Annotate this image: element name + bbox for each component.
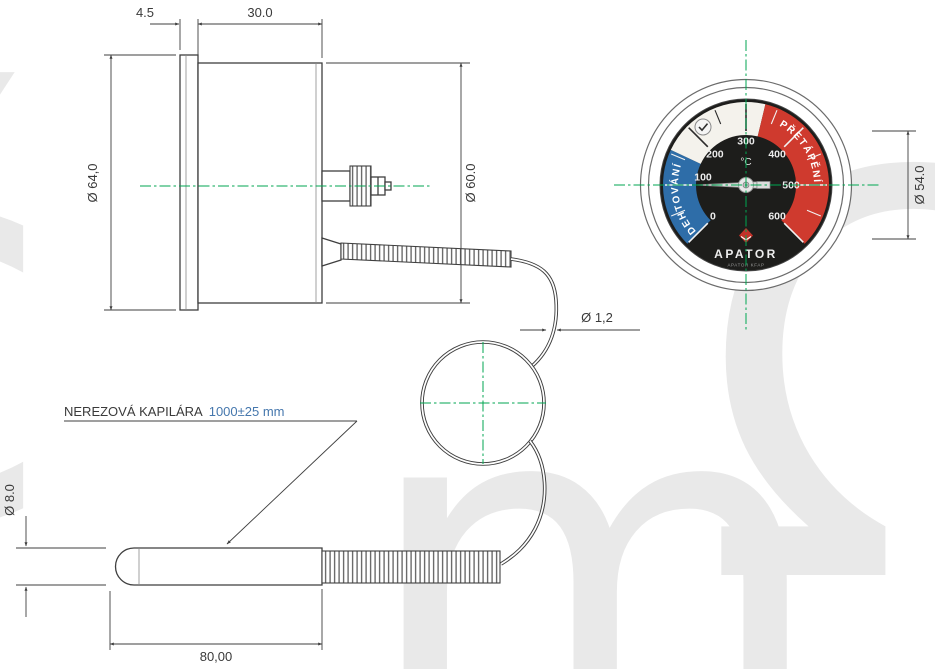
case-outline (197, 62, 323, 304)
capillary-note-value: 1000±25 mm (209, 404, 285, 419)
dim-probe-length-label: 80,00 (200, 649, 233, 664)
dimension-flange-diameter: Ø 64,0 (85, 54, 176, 311)
brand-label: APATOR (714, 247, 778, 261)
dim-flange-diameter-label: Ø 64,0 (85, 163, 100, 202)
capillary-note-label: NEREZOVÁ KAPILÁRA (64, 404, 203, 419)
dial-number: 100 (694, 172, 712, 184)
probe-body (114, 547, 323, 586)
flange-outline (179, 54, 199, 311)
dimension-capillary-diameter: Ø 1,2 (520, 310, 640, 332)
dimension-probe-diameter: Ø 8.0 (2, 484, 106, 617)
watermark-letter: č (0, 1, 58, 653)
zone-high-red (757, 104, 830, 244)
probe-ribbed-sleeve (321, 550, 501, 584)
dial-number: 600 (768, 211, 786, 223)
scale-minor-ticks (670, 109, 822, 217)
dim-flange-thickness-label: 4.5 (136, 5, 154, 20)
capillary-strain-relief-cone (321, 237, 342, 267)
capillary-ribbed-sleeve (340, 242, 512, 268)
capillary-note-text: NEREZOVÁ KAPILÁRA 1000±25 mm (64, 404, 285, 419)
dimension-probe-length: 80,00 (109, 589, 323, 664)
dim-capillary-diameter-label: Ø 1,2 (581, 310, 613, 325)
dim-case-diameter-label: Ø 60.0 (463, 163, 478, 202)
dimension-case-diameter: Ø 60.0 (326, 62, 478, 304)
centerlines (140, 40, 880, 464)
capillary-note: NEREZOVÁ KAPILÁRA 1000±25 mm (64, 404, 358, 545)
dimension-top: 4.5 30.0 (136, 5, 323, 58)
zone-mid-white (670, 102, 766, 164)
zone-low-blue (663, 149, 711, 244)
dimension-dial-diameter: Ø 54.0 (872, 130, 927, 240)
dim-dial-diameter-label: Ø 54.0 (912, 165, 927, 204)
temperature-probe (114, 547, 501, 586)
watermark-letter: m (360, 295, 828, 669)
dial-number: 0 (710, 211, 716, 223)
dial-number: 400 (768, 148, 786, 160)
dim-case-depth-label: 30.0 (247, 5, 272, 20)
dim-probe-diameter-label: Ø 8.0 (2, 484, 17, 516)
side-view-case (179, 54, 392, 311)
certification-check-icon (694, 118, 712, 136)
dial-number: 200 (706, 148, 724, 160)
